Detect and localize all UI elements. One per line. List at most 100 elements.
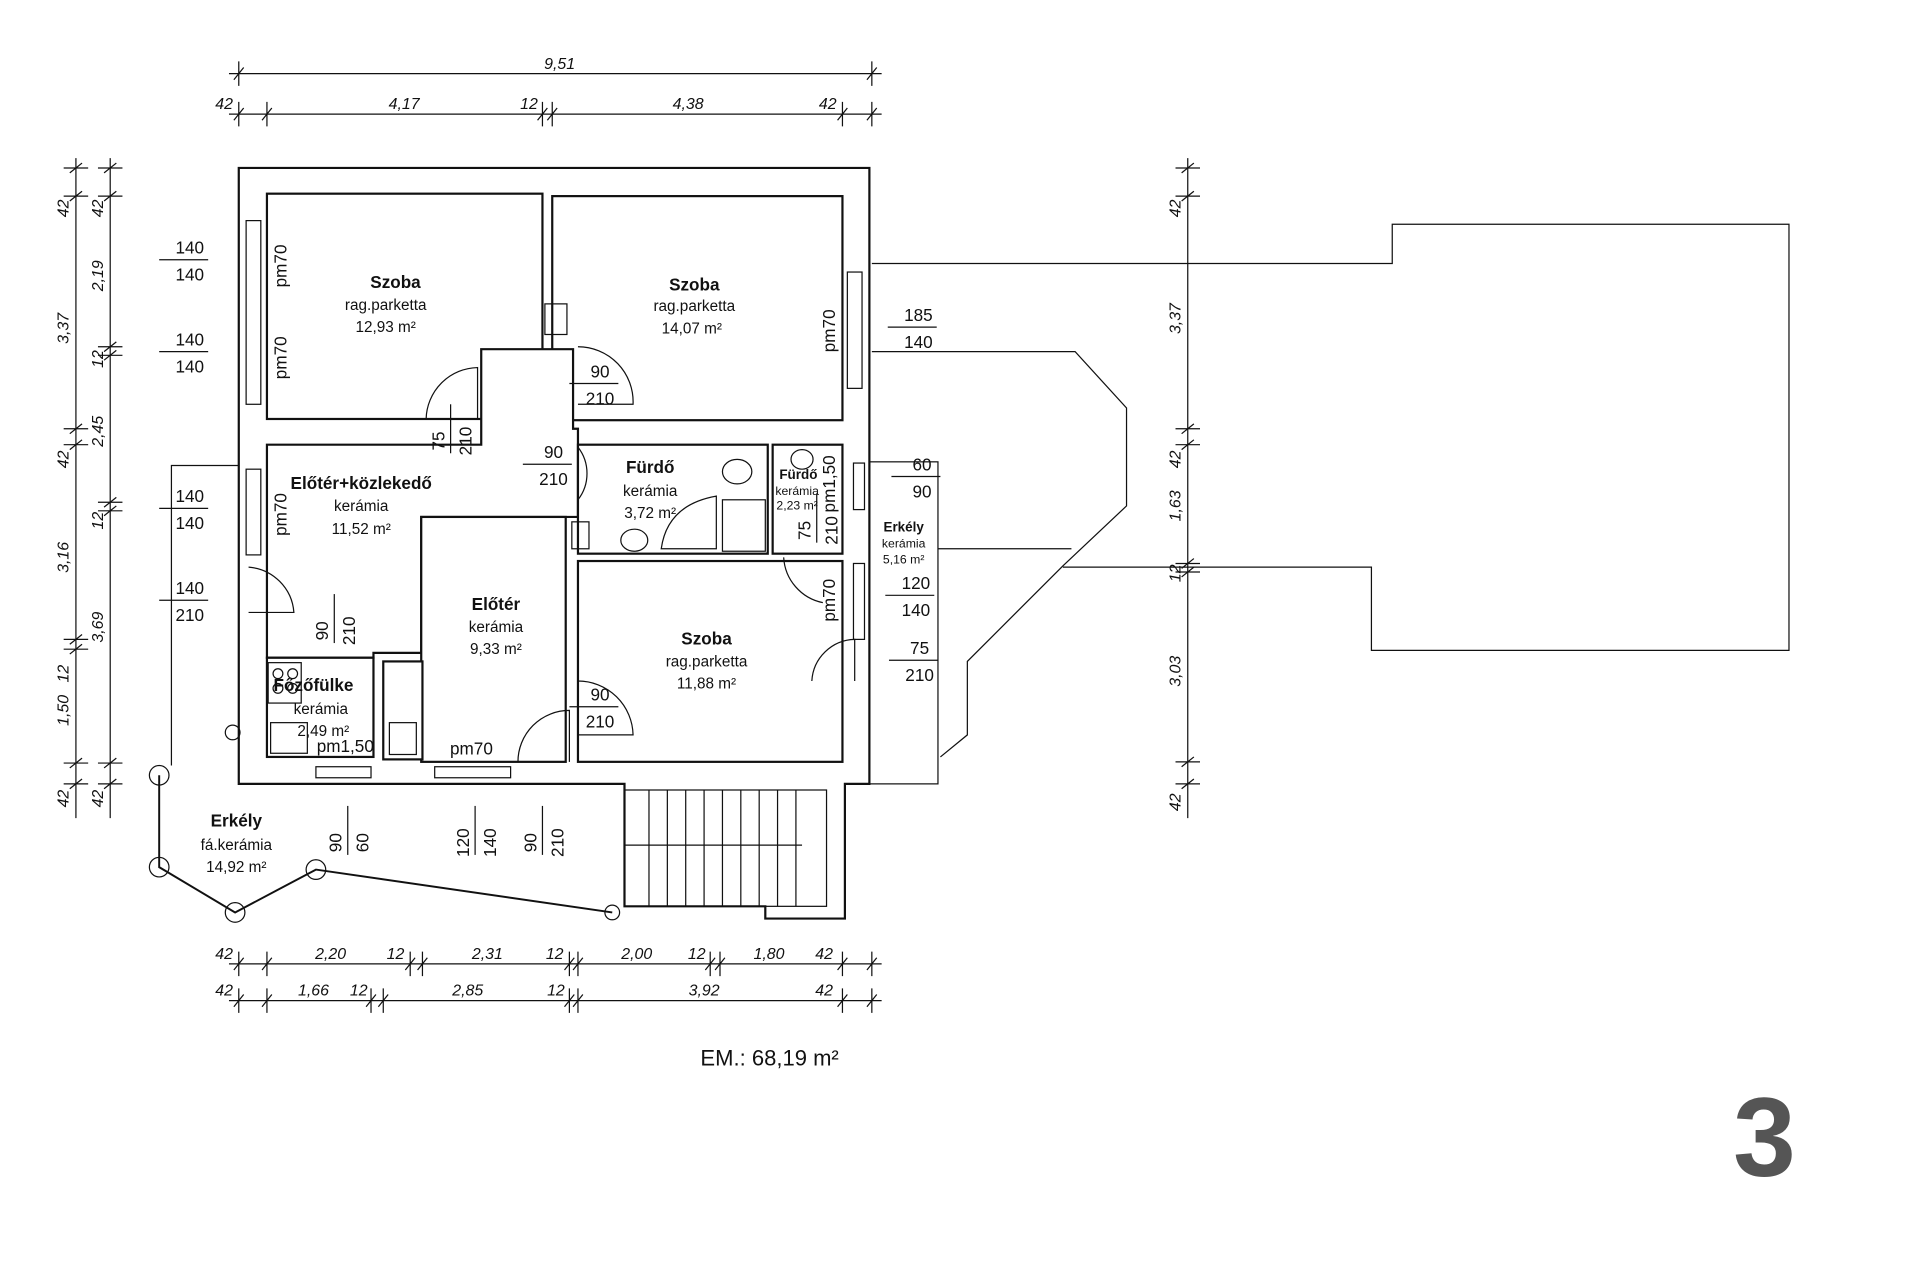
opening-height: 210 [822, 516, 842, 545]
shower-icon [660, 495, 717, 550]
dimension-tick [546, 101, 558, 127]
dimension-tick [63, 778, 89, 790]
room-floor: kerámia [623, 483, 678, 500]
railing-post [224, 724, 241, 741]
opening-height: 210 [905, 665, 934, 685]
dimension-label: 12 [387, 946, 405, 963]
dimension-tick [233, 951, 245, 977]
railing-post [305, 859, 327, 880]
dimension-label: 3,37 [56, 312, 73, 344]
dimension-tick [404, 951, 416, 977]
terrace-outline [871, 351, 1128, 758]
dimension-label: 2,31 [471, 946, 503, 963]
opening-height: 140 [904, 332, 933, 352]
dimension-label: 1,66 [298, 983, 329, 1000]
opening-width: 140 [176, 578, 205, 598]
room-labels: Szoba rag.parketta 12,93 m² Szoba rag.pa… [201, 272, 926, 876]
dimension-label: 1,80 [753, 946, 784, 963]
room-floor: kerámia [882, 537, 926, 551]
balcony-right-outline [868, 461, 939, 785]
opening-width: 90 [590, 361, 609, 381]
sill-height-label: pm1,50 [317, 736, 374, 756]
dimension-label: 42 [215, 96, 233, 113]
room-area: 2,49 m² [297, 723, 349, 740]
room-area: 11,52 m² [332, 521, 391, 538]
opening-height: 140 [176, 265, 205, 285]
dimension-label: 2,85 [451, 983, 483, 1000]
dimension-label: 42 [56, 199, 73, 217]
room-name: Fürdő [779, 467, 817, 482]
opening-labels: 1401401401401401401402101851406090120140… [159, 238, 941, 857]
dimension-tick [704, 951, 716, 977]
dimension-tick [866, 101, 878, 127]
dimension-label: 3,69 [90, 612, 107, 643]
dimension-label: 3,16 [56, 542, 73, 573]
dimension-tick [63, 634, 89, 645]
room-eloter [420, 515, 567, 763]
dimension-label: 3,37 [1167, 302, 1184, 334]
dimension-tick [261, 988, 273, 1013]
balcony-left-outline [170, 464, 239, 766]
room-area: 9,33 m² [470, 641, 522, 658]
chimney-icon [544, 303, 568, 336]
room-area: 3,72 m² [624, 505, 676, 522]
dimension-label: 1,50 [56, 695, 73, 726]
opening-width: 90 [520, 833, 540, 852]
dimension-label: 4,38 [673, 96, 704, 113]
railing-post [604, 904, 621, 921]
room-name: Szoba [669, 274, 720, 294]
dimension-label: 12 [688, 946, 706, 963]
dimension-label: 42 [90, 199, 107, 217]
opening-height: 210 [455, 427, 475, 456]
dimension-label: 42 [215, 983, 233, 1000]
dimension-tick [233, 988, 245, 1013]
opening-height: 210 [586, 388, 615, 408]
room-name: Erkély [211, 811, 263, 831]
balcony-railing [158, 775, 613, 914]
dimension-tick [97, 349, 123, 361]
opening-height: 210 [339, 617, 359, 646]
burner [272, 682, 284, 694]
room-name: Főzőfülke [274, 675, 354, 695]
dimension-tick [63, 423, 89, 435]
dimension-tick [866, 988, 878, 1013]
dimension-label: 42 [56, 790, 73, 808]
window [245, 468, 262, 556]
dimension-tick [63, 190, 89, 202]
room-floor: kerámia [775, 484, 819, 498]
dimension-tick [572, 951, 584, 977]
dimension-label: 12 [90, 512, 107, 530]
dimension-tick [837, 101, 848, 127]
sink [388, 722, 417, 756]
opening-width: 60 [913, 454, 932, 474]
opening-width: 90 [326, 833, 346, 852]
dimension-label: 42 [90, 790, 107, 808]
dimension-tick [261, 101, 273, 127]
walls [237, 166, 871, 920]
opening-height: 210 [547, 828, 567, 857]
sill-height-label: pm70 [271, 336, 291, 379]
dimension-label: 12 [350, 983, 368, 1000]
opening-width: 120 [453, 828, 473, 857]
dimension-tick [866, 61, 878, 86]
dimension-tick [63, 439, 89, 451]
door-swing [425, 366, 479, 419]
opening-height: 210 [176, 605, 205, 625]
dimension-label: 1,63 [1167, 490, 1184, 521]
dimension-label: 12 [520, 96, 538, 113]
dimension-tick [63, 757, 89, 769]
dimension-tick [1175, 558, 1200, 569]
toilet-icon [721, 458, 753, 485]
dimension-tick [1175, 566, 1200, 578]
dimension-tick [1175, 190, 1200, 202]
sill-height-label: pm70 [271, 493, 291, 536]
dimension-tick [837, 988, 848, 1013]
room-area: 12,93 m² [356, 319, 416, 336]
total-area: EM.: 68,19 m² [700, 1046, 838, 1071]
dimension-tick [97, 505, 123, 517]
window [245, 219, 262, 405]
stair-block [623, 789, 828, 907]
door-swing [577, 680, 634, 736]
dimension-label: 2,00 [620, 946, 652, 963]
